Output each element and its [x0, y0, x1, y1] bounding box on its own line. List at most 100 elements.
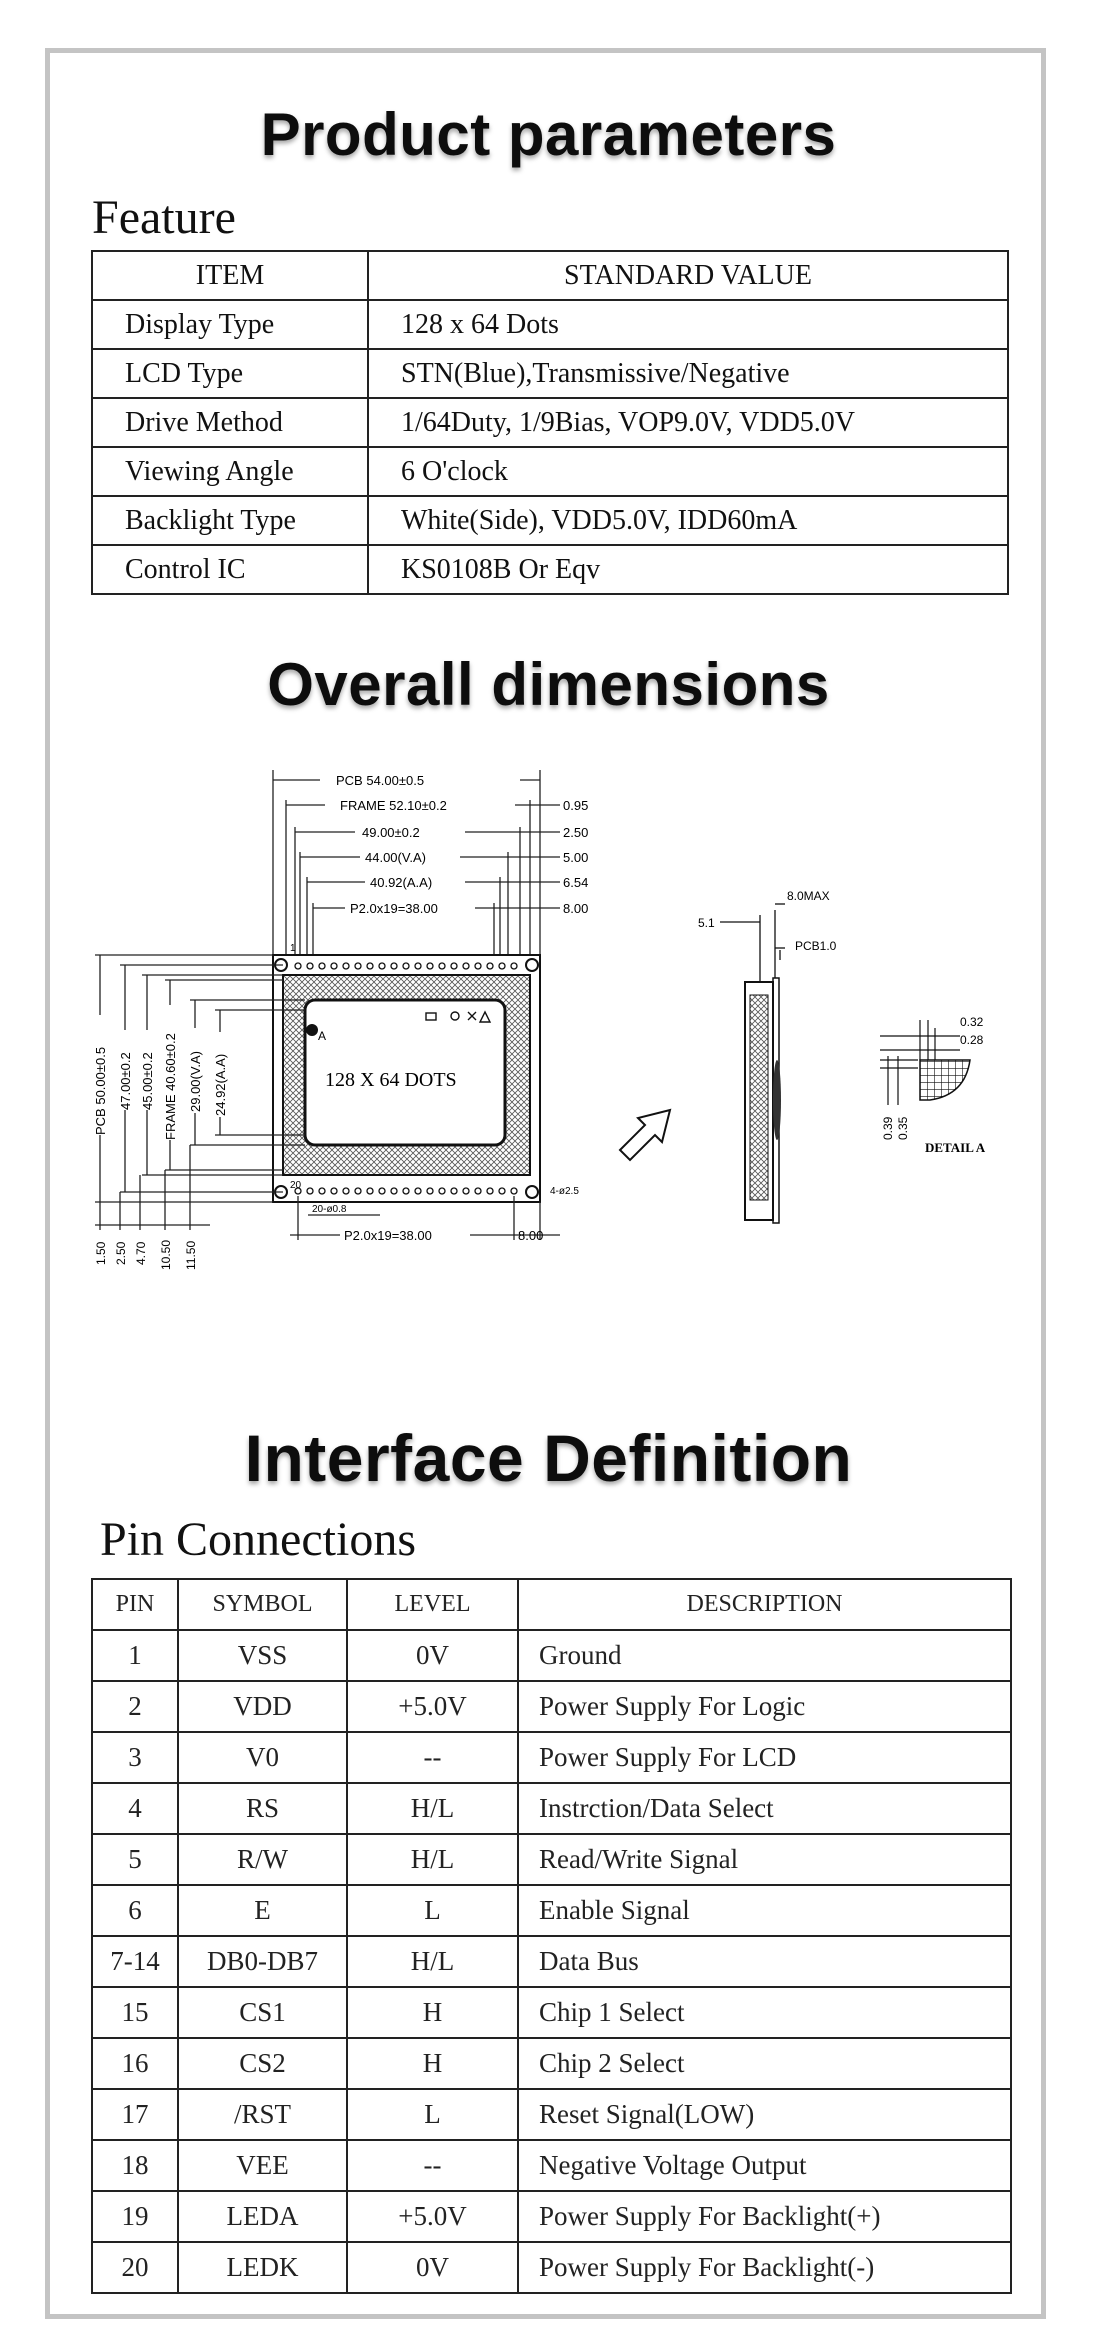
pin-level: +5.0V [346, 1680, 519, 1733]
pin-description: Instrction/Data Select [517, 1782, 1012, 1835]
pin-description: Negative Voltage Output [517, 2139, 1012, 2192]
pin-header-row: PIN SYMBOL LEVEL DESCRIPTION [91, 1578, 1012, 1631]
pin-number: 3 [91, 1731, 179, 1784]
pin-level: L [346, 2088, 519, 2141]
pin-number: 6 [91, 1884, 179, 1937]
dimension-drawing: PCB 54.00±0.5 FRAME 52.10±0.2 49.00±0.2 … [93, 770, 986, 1270]
detail-a-label: DETAIL A [925, 1140, 986, 1155]
pin-number: 4 [91, 1782, 179, 1835]
pin-number: 7-14 [91, 1935, 179, 1988]
dim-offset: 8.00 [563, 901, 588, 916]
feature-value: 6 O'clock [367, 446, 1009, 497]
pin-row-top [294, 962, 518, 970]
detail-dim-0-28: 0.28 [960, 1033, 984, 1047]
side-dim-8-max: 8.0MAX [787, 889, 830, 903]
pin-symbol: CS2 [177, 2037, 348, 2090]
dim-bottom-offset: 4.70 [134, 1241, 148, 1265]
col-item: ITEM [91, 250, 369, 301]
col-symbol: SYMBOL [177, 1578, 348, 1631]
pin-level: H/L [346, 1833, 519, 1886]
pin-symbol: /RST [177, 2088, 348, 2141]
pin-number: 2 [91, 1680, 179, 1733]
pin-symbol: DB0-DB7 [177, 1935, 348, 1988]
pin-description: Data Bus [517, 1935, 1012, 1988]
detail-dim-0-32: 0.32 [960, 1015, 984, 1029]
feature-value: STN(Blue),Transmissive/Negative [367, 348, 1009, 399]
dim-bottom-right: 8.00 [518, 1228, 543, 1243]
dim-bottom-offset: 2.50 [114, 1241, 128, 1265]
feature-item: Backlight Type [91, 495, 369, 546]
pin-diameter-label: 20-ø0.8 [312, 1204, 347, 1215]
side-dim-pcb-thickness: PCB1.0 [795, 939, 837, 953]
pin-description: Read/Write Signal [517, 1833, 1012, 1886]
dim-aa-width: 40.92(A.A) [370, 875, 432, 890]
pin-symbol: CS1 [177, 1986, 348, 2039]
col-description: DESCRIPTION [517, 1578, 1012, 1631]
feature-item: LCD Type [91, 348, 369, 399]
pin20-label: 20 [290, 1180, 302, 1191]
lcd-viewing-area [303, 998, 507, 1147]
pin-description: Power Supply For Logic [517, 1680, 1012, 1733]
dim-offset: 6.54 [563, 875, 588, 890]
pin-symbol: R/W [177, 1833, 348, 1886]
pin-level: H/L [346, 1935, 519, 1988]
pin-symbol: E [177, 1884, 348, 1937]
dim-va-width: 44.00(V.A) [365, 850, 426, 865]
pin-symbol: LEDA [177, 2190, 348, 2243]
pin-symbol: LEDK [177, 2241, 348, 2294]
dim-offset: 2.50 [563, 825, 588, 840]
pin-level: H/L [346, 1782, 519, 1835]
pin-level: H [346, 1986, 519, 2039]
feature-title: Feature [92, 191, 236, 244]
pin-level: 0V [346, 2241, 519, 2294]
detail-a-grid [919, 1059, 971, 1101]
detail-dim-0-39: 0.39 [881, 1116, 895, 1140]
pin-number: 20 [91, 2241, 179, 2294]
pin-number: 19 [91, 2190, 179, 2243]
heading-overall-dimensions: Overall dimensions [267, 651, 830, 718]
feature-item: Control IC [91, 544, 369, 595]
feature-item: Viewing Angle [91, 446, 369, 497]
heading-product-parameters: Product parameters [260, 101, 837, 168]
dim-pcb-height: PCB 50.00±0.5 [93, 1047, 108, 1135]
feature-item: Display Type [91, 299, 369, 350]
dim-bottom-offset: 10.50 [159, 1240, 173, 1270]
pin-symbol: VDD [177, 1680, 348, 1733]
pin-symbol: RS [177, 1782, 348, 1835]
pin-description: Power Supply For Backlight(-) [517, 2241, 1012, 2294]
pin-level: -- [346, 2139, 519, 2192]
dim-bottom-offset: 11.50 [184, 1241, 198, 1270]
pin-number: 5 [91, 1833, 179, 1886]
dim-49: 49.00±0.2 [362, 825, 420, 840]
dim-pitch-bottom: P2.0x19=38.00 [344, 1228, 432, 1243]
feature-value: KS0108B Or Eqv [367, 544, 1009, 595]
col-pin: PIN [91, 1578, 179, 1631]
arrow-icon [618, 1108, 672, 1162]
hole-diameter-label: 4-ø2.5 [550, 1186, 579, 1197]
dim-frame-width: FRAME 52.10±0.2 [340, 798, 447, 813]
pin-symbol: V0 [177, 1731, 348, 1784]
dim-45: 45.00±0.2 [140, 1052, 155, 1110]
pin-number: 15 [91, 1986, 179, 2039]
pin-number: 1 [91, 1629, 179, 1682]
dim-pcb-width: PCB 54.00±0.5 [336, 773, 424, 788]
detail-dim-0-35: 0.35 [896, 1116, 910, 1140]
col-standard-value: STANDARD VALUE [367, 250, 1009, 301]
pin-level: 0V [346, 1629, 519, 1682]
feature-value: 128 x 64 Dots [367, 299, 1009, 350]
dim-47: 47.00±0.2 [118, 1052, 133, 1110]
pin-description: Power Supply For LCD [517, 1731, 1012, 1784]
